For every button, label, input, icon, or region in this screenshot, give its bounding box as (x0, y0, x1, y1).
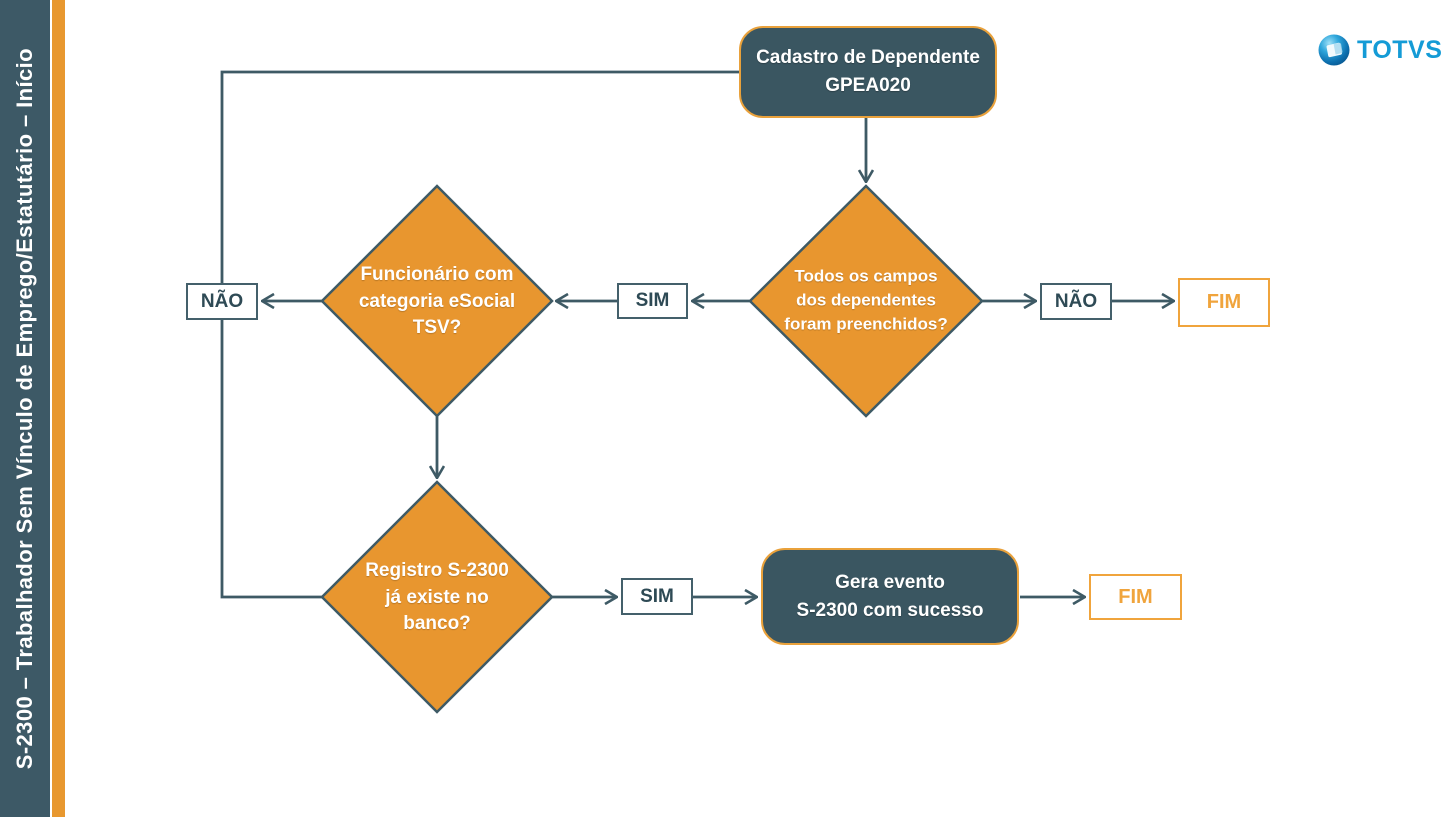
decision-registro-line3: banco? (403, 613, 471, 635)
sidebar: S-2300 – Trabalhador Sem Vínculo de Empr… (0, 0, 50, 817)
decision-categoria-label: Funcionário com categoria eSocial TSV? (340, 262, 535, 342)
node-gera-line1: Gera evento (835, 571, 945, 593)
node-start: Cadastro de Dependente GPEA020 (739, 26, 997, 118)
decision-registro-line1: Registro S-2300 (365, 560, 509, 582)
decision-campos-line2: dos dependentes (796, 290, 936, 310)
edge-label-nao-categoria: NÃO (186, 283, 258, 320)
node-start-line1: Cadastro de Dependente (756, 47, 980, 69)
decision-campos-line3: foram preenchidos? (784, 313, 948, 333)
node-gera-evento: Gera evento S-2300 com sucesso (761, 548, 1019, 645)
connector-start-loop-to-nao (220, 70, 739, 283)
sidebar-accent-bar (52, 0, 65, 817)
decision-registro-line2: já existe no (385, 586, 489, 608)
edge-label-nao-campos: NÃO (1040, 283, 1112, 320)
connector-nao-to-registro (220, 320, 322, 599)
decision-categoria-line3: TSV? (412, 317, 462, 339)
decision-diamond-campos (748, 184, 984, 418)
decision-campos-label: Todos os campos dos dependentes foram pr… (766, 264, 966, 335)
decision-campos-line1: Todos os campos (794, 266, 938, 286)
edge-label-sim-campos: SIM (617, 283, 688, 319)
totvs-logo-icon (1318, 34, 1350, 66)
node-start-line2: GPEA020 (825, 75, 911, 96)
decision-categoria-line1: Funcionário com (360, 264, 514, 286)
totvs-logo: TOTVS (1318, 34, 1442, 66)
logo-window-pane (1333, 42, 1343, 55)
decision-registro-label: Registro S-2300 já existe no banco? (340, 558, 535, 638)
slide-title-vertical: S-2300 – Trabalhador Sem Vínculo de Empr… (12, 47, 37, 770)
end-node-fim-registro: FIM (1089, 574, 1182, 620)
end-node-fim-campos: FIM (1178, 278, 1270, 327)
totvs-logo-text: TOTVS (1357, 35, 1443, 64)
decision-diamond-registro (320, 480, 554, 714)
node-gera-line2: S-2300 com sucesso (796, 599, 984, 621)
decision-diamond-categoria (320, 184, 554, 418)
decision-categoria-line2: categoria eSocial (358, 290, 516, 312)
edge-label-sim-registro: SIM (621, 578, 693, 615)
